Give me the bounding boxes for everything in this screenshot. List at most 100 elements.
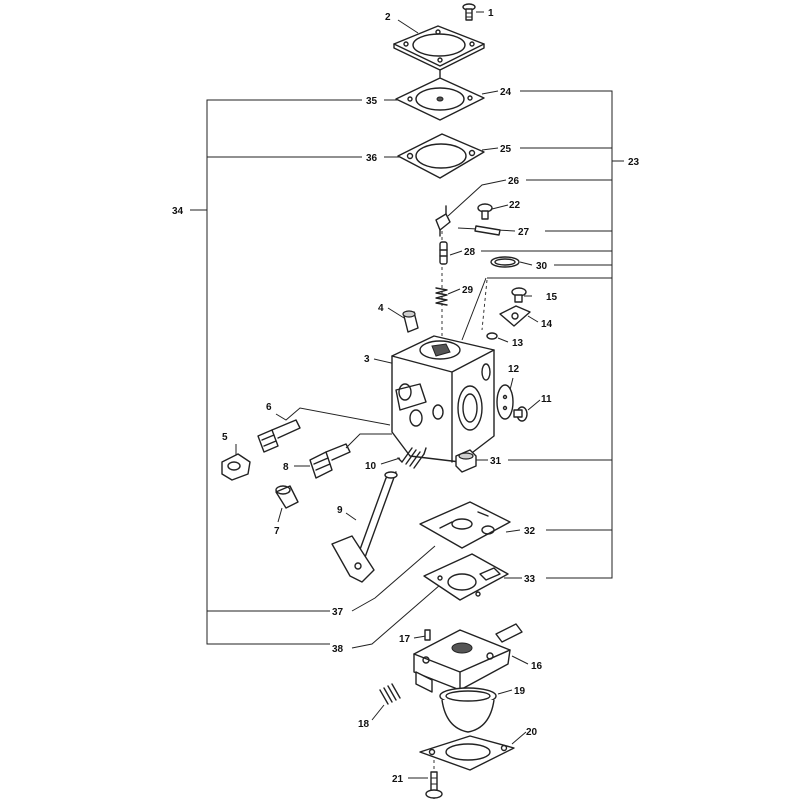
callout-9: 9: [337, 505, 343, 516]
callout-6: 6: [266, 402, 272, 413]
callout-7: 7: [274, 526, 280, 537]
leader-lines: [235, 11, 541, 779]
part-15-screw: [511, 287, 527, 303]
callout-21: 21: [392, 774, 404, 785]
leader-6: [275, 407, 391, 426]
callout-14: 14: [541, 319, 553, 330]
callout-20: 20: [526, 727, 538, 738]
leader-16: [511, 655, 529, 665]
part-29-spring: [435, 287, 448, 306]
part-1-screw: [462, 3, 476, 21]
part-36-gasket: [397, 133, 485, 179]
part-21-screw: [425, 771, 443, 799]
callout-35: 35: [366, 96, 378, 107]
callout-13: 13: [512, 338, 524, 349]
leader-8-b: [345, 433, 392, 449]
callout-28: 28: [464, 247, 476, 258]
callout-24: 24: [500, 87, 512, 98]
callout-32: 32: [524, 526, 536, 537]
leader-29-b: [461, 277, 487, 341]
part-22-screw: [477, 203, 493, 220]
callout-22: 22: [509, 200, 521, 211]
leader-2: [397, 19, 419, 34]
bracket-23-outline: [520, 90, 613, 579]
leader-37: [351, 545, 436, 612]
part-13-clip: [486, 332, 498, 340]
callout-18: 18: [358, 719, 370, 730]
leader-38: [351, 584, 441, 649]
callout-1: 1: [488, 8, 494, 19]
leader-20: [511, 731, 527, 745]
leader-22: [491, 204, 509, 210]
part-11-screw: [513, 406, 528, 422]
leader-12: [509, 377, 514, 391]
part-27-pin: [474, 225, 501, 236]
callout-4: 4: [378, 303, 384, 314]
part-32-diaphragm: [419, 501, 511, 549]
part-6-adjust-screw: [257, 419, 301, 453]
callout-38: 38: [332, 644, 344, 655]
callout-19: 19: [514, 686, 526, 697]
callout-15: 15: [546, 292, 558, 303]
callout-31: 31: [490, 456, 502, 467]
callout-25: 25: [500, 144, 512, 155]
callout-11: 11: [541, 394, 552, 405]
callout-17: 17: [399, 634, 411, 645]
callout-3: 3: [364, 354, 370, 365]
part-26-inlet-lever: [435, 205, 451, 237]
leader-17: [413, 635, 427, 639]
callout-30: 30: [536, 261, 548, 272]
part-16-metering-cover: [413, 623, 523, 693]
leader-19: [497, 689, 513, 695]
part-8-adjust-screw: [309, 443, 351, 479]
callout-36: 36: [366, 153, 378, 164]
leader-13: [497, 337, 509, 343]
callout-29: 29: [462, 285, 474, 296]
leader-18: [371, 704, 385, 721]
part-28-inlet-needle: [439, 241, 448, 265]
leader-24: [481, 90, 499, 95]
leader-28: [449, 250, 463, 256]
leader-4: [387, 307, 405, 319]
leader-26: [447, 179, 507, 217]
leader-29: [447, 288, 461, 295]
callout-33: 33: [524, 574, 536, 585]
callout-8: 8: [283, 462, 289, 473]
bracket-lines: [190, 90, 624, 645]
callout-12: 12: [508, 364, 520, 375]
callout-23: 23: [628, 157, 640, 168]
leader-10: [380, 457, 401, 465]
part-14-plate: [499, 305, 531, 327]
callout-37: 37: [332, 607, 344, 618]
part-12-throttle-disc: [496, 384, 514, 420]
callout-16: 16: [531, 661, 543, 672]
callout-2: 2: [385, 12, 391, 23]
leader-32: [505, 529, 521, 533]
callout-26: 26: [508, 176, 520, 187]
part-2-pump-cover: [393, 25, 485, 78]
part-5-cap: [221, 453, 251, 481]
part-18-spring: [379, 683, 401, 705]
leader-11: [527, 399, 541, 411]
leader-9: [345, 512, 357, 521]
part-7-cap: [275, 485, 299, 509]
part-20-retainer-plate: [419, 735, 515, 771]
leader-30: [519, 261, 533, 266]
callout-labels: 1 2 3 4 5 6 7 8 9 10 11 12 13 14 15 16 1…: [172, 8, 640, 785]
part-31-cap: [455, 449, 477, 473]
part-35-diaphragm: [395, 77, 485, 121]
bracket-34-outline: [206, 99, 362, 645]
part-30-o-ring: [490, 256, 520, 268]
callout-34: 34: [172, 206, 184, 217]
leader-7: [277, 507, 283, 523]
axis-screw: [481, 279, 488, 331]
part-4-plug: [402, 310, 419, 333]
callout-10: 10: [365, 461, 377, 472]
part-10-spring: [397, 447, 427, 469]
leader-14: [527, 315, 539, 323]
part-3-carburetor-body: [391, 335, 495, 463]
part-9-throttle-shaft: [331, 471, 398, 583]
part-33-gasket: [423, 553, 509, 601]
